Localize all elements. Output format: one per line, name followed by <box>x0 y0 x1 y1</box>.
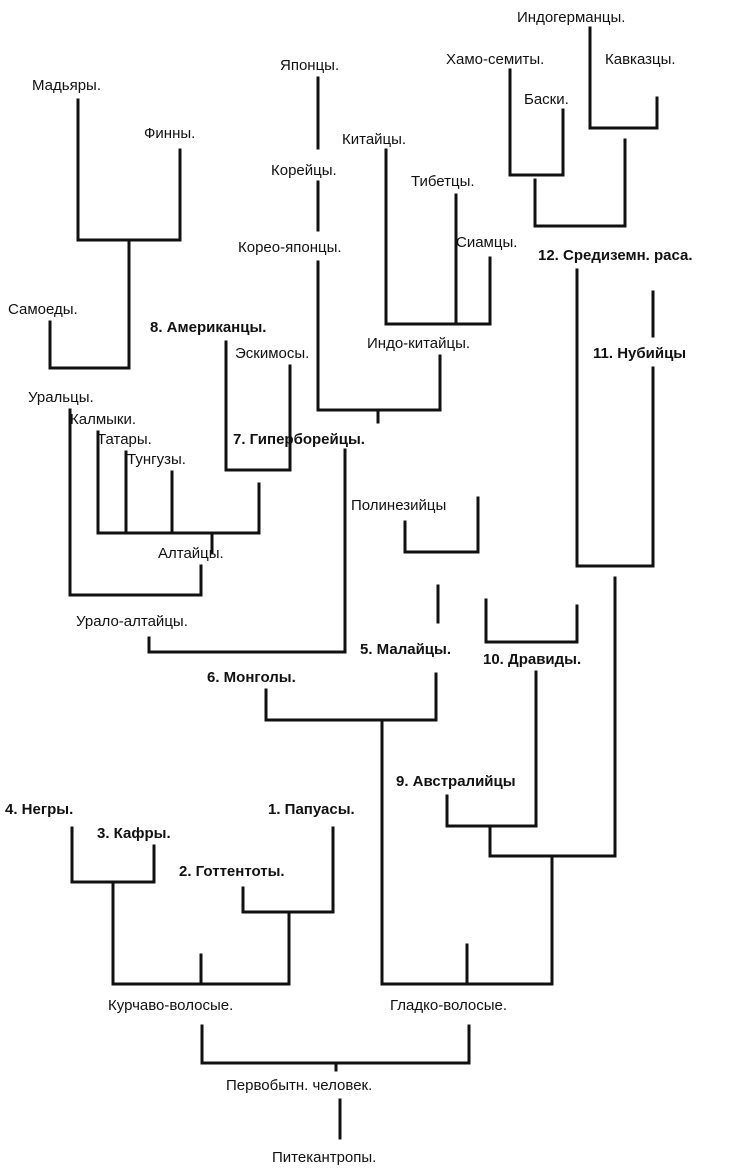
label-indogermans: Индогерманцы. <box>517 9 625 26</box>
connector-mediterranean-fork <box>533 138 627 228</box>
label-kaffirs: 3. Кафры. <box>97 825 171 842</box>
label-dravidians: 10. Дравиды. <box>483 651 581 668</box>
label-australians: 9. Австралийцы <box>396 773 516 790</box>
label-samoyeds: Самоеды. <box>8 301 78 318</box>
label-magyars: Мадьяры. <box>32 77 101 94</box>
connector-indochinese-fork <box>384 148 492 326</box>
label-papuans: 1. Папуасы. <box>268 801 355 818</box>
label-koreans: Корейцы. <box>271 162 337 179</box>
connector-dravidians-fork <box>484 598 579 644</box>
label-hyperboreans: 7. Гиперборейцы. <box>233 431 365 448</box>
connector-mediterranean-line <box>575 268 655 568</box>
label-negroes: 4. Негры. <box>5 801 73 818</box>
connector-indogermans-caucasians <box>588 26 659 130</box>
connector-australians-dravidians <box>445 670 538 828</box>
connector-hamosemites-basques <box>508 68 565 177</box>
label-eskimos: Эскимосы. <box>235 345 309 362</box>
connector-uraloaltaians-down <box>147 636 347 654</box>
label-koreojapanese: Корео-японцы. <box>238 239 342 256</box>
label-curlyhaired: Курчаво-волосые. <box>108 997 233 1014</box>
connector-mongols-malays <box>264 672 438 722</box>
connector-altaians-fork <box>96 430 261 535</box>
label-straighthaired: Гладко-волосые. <box>390 997 507 1014</box>
tree-labels: Индогерманцы. Хамо-семиты. Кавказцы. Бас… <box>5 9 693 1166</box>
label-finns: Финны. <box>144 125 195 142</box>
label-hamosemites: Хамо-семиты. <box>446 51 544 68</box>
connector-australians-stem <box>488 576 617 858</box>
label-mongols: 6. Монголы. <box>207 669 296 686</box>
label-indochinese: Индо-китайцы. <box>367 335 470 352</box>
label-polynesians: Полинезийцы <box>351 497 446 514</box>
label-hottentots: 2. Готтентоты. <box>179 863 285 880</box>
label-tatars: Татары. <box>97 431 152 448</box>
label-tungus: Тунгузы. <box>127 451 186 468</box>
label-uraloaltaians: Урало-алтайцы. <box>76 613 188 630</box>
label-caucasians: Кавказцы. <box>605 51 676 68</box>
tree-connectors <box>48 26 659 1140</box>
connector-primitiveman-fork <box>200 1024 471 1065</box>
label-primitiveman: Первобытн. человек. <box>226 1077 372 1094</box>
connector-polynesians-fork <box>403 496 480 554</box>
label-mediterranean: 12. Средиземн. раса. <box>538 247 693 264</box>
label-japanese: Японцы. <box>280 57 339 74</box>
label-kalmyks: Калмыки. <box>70 411 136 428</box>
label-americans: 8. Американцы. <box>150 319 266 336</box>
label-basques: Баски. <box>524 91 569 108</box>
label-pithecanthropi: Питекантропы. <box>272 1149 376 1166</box>
connector-uraloaltaians-fork <box>68 408 203 597</box>
connector-samoyeds-urals <box>48 320 131 370</box>
connector-magyars-finns <box>76 98 182 242</box>
label-siamese: Сиамцы. <box>456 234 517 251</box>
label-urals: Уральцы. <box>28 389 94 406</box>
label-altaians: Алтайцы. <box>158 545 224 562</box>
label-tibetans: Тибетцы. <box>411 173 475 190</box>
connector-hyperboreans-fork <box>316 354 442 412</box>
connector-americans-eskimos <box>224 340 292 472</box>
label-nubians: 11. Нубийцы <box>593 345 686 362</box>
label-chinese: Китайцы. <box>342 131 406 148</box>
label-malays: 5. Малайцы. <box>360 641 451 658</box>
